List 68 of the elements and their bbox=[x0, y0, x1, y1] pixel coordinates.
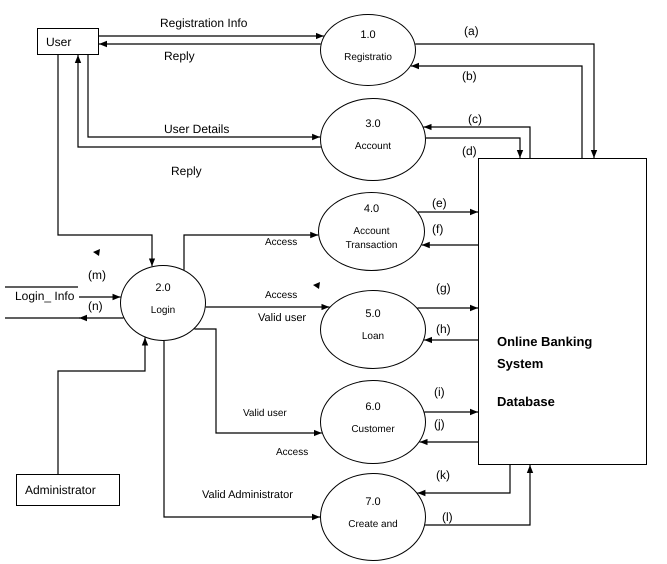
flow-label: Valid user bbox=[258, 313, 306, 324]
process-number: 5.0 bbox=[365, 309, 381, 320]
flow-arrow bbox=[99, 40, 321, 48]
flow-arrow bbox=[415, 43, 598, 158]
edge-label: (n) bbox=[88, 300, 103, 312]
process-name: Account Transaction bbox=[344, 225, 398, 253]
edge-label: (m) bbox=[88, 269, 106, 281]
flow-arrow bbox=[424, 124, 531, 158]
process-number: 2.0 bbox=[155, 282, 171, 294]
flow-arrow bbox=[79, 314, 124, 322]
flow-arrow bbox=[411, 62, 583, 158]
flow-arrow bbox=[163, 341, 320, 520]
flow-arrow bbox=[420, 438, 478, 446]
flow-arrow bbox=[422, 242, 478, 248]
flow-arrow bbox=[79, 294, 121, 300]
flow-arrow bbox=[206, 304, 330, 310]
edge-label: (l) bbox=[442, 511, 453, 523]
entity-box bbox=[37, 28, 99, 55]
flow-arrow bbox=[425, 465, 534, 526]
edge-label: (k) bbox=[436, 469, 450, 481]
process-name: Create and bbox=[347, 518, 399, 532]
process-name: Customer bbox=[350, 422, 396, 436]
edge-label: (h) bbox=[436, 323, 451, 335]
edge-label: Valid Administrator bbox=[202, 490, 293, 501]
entity-label: User bbox=[46, 34, 72, 50]
flow-arrow bbox=[57, 338, 148, 474]
process-name: Loan bbox=[360, 330, 386, 344]
data-store-label: Database bbox=[497, 393, 556, 411]
process-number: 1.0 bbox=[360, 30, 376, 40]
flow-arrow bbox=[424, 336, 478, 344]
edge-label: Access bbox=[265, 291, 298, 301]
flow-arrow bbox=[183, 232, 318, 270]
edge-label: (j) bbox=[434, 418, 445, 430]
process-name: Login bbox=[150, 304, 176, 318]
process-number: 7.0 bbox=[365, 496, 381, 508]
edge-label: User Details bbox=[164, 123, 230, 135]
flow-arrow bbox=[426, 137, 524, 158]
flow-arrow bbox=[99, 32, 324, 40]
process-number: 3.0 bbox=[365, 119, 381, 130]
flow-label: Access bbox=[276, 448, 308, 458]
edge-label: Valid user bbox=[243, 409, 287, 419]
flow-arrow bbox=[424, 408, 478, 416]
edge-label: (e) bbox=[432, 197, 447, 209]
edge-label: (g) bbox=[436, 282, 451, 294]
flow-arrow bbox=[417, 465, 511, 496]
entity-label: Administrator bbox=[25, 482, 96, 499]
edge-label: Registration Info bbox=[160, 17, 248, 29]
edge-label: (a) bbox=[464, 25, 479, 37]
flow-arrow bbox=[417, 304, 478, 312]
process-name: Account bbox=[354, 140, 392, 154]
process-name: Registratio bbox=[343, 50, 393, 64]
flow-arrow bbox=[418, 208, 478, 216]
process-number: 6.0 bbox=[365, 402, 381, 412]
edge-label: (b) bbox=[462, 70, 477, 82]
process-number: 4.0 bbox=[364, 204, 380, 215]
edge-label: Reply bbox=[164, 50, 195, 62]
entity-box bbox=[16, 474, 120, 506]
edge-label: Access bbox=[265, 238, 298, 248]
edge-label: (f) bbox=[432, 223, 444, 235]
flow-arrow bbox=[57, 55, 156, 266]
data-store-box bbox=[478, 158, 647, 465]
flow-arrow bbox=[194, 328, 322, 436]
data-store-label: Online Banking System bbox=[497, 333, 594, 373]
edge-label: (i) bbox=[434, 386, 445, 398]
edge-label: (d) bbox=[462, 145, 477, 157]
edge-label: Reply bbox=[171, 165, 202, 177]
edge-label: (c) bbox=[468, 113, 482, 125]
flow-label: Login_ Info bbox=[15, 290, 74, 302]
